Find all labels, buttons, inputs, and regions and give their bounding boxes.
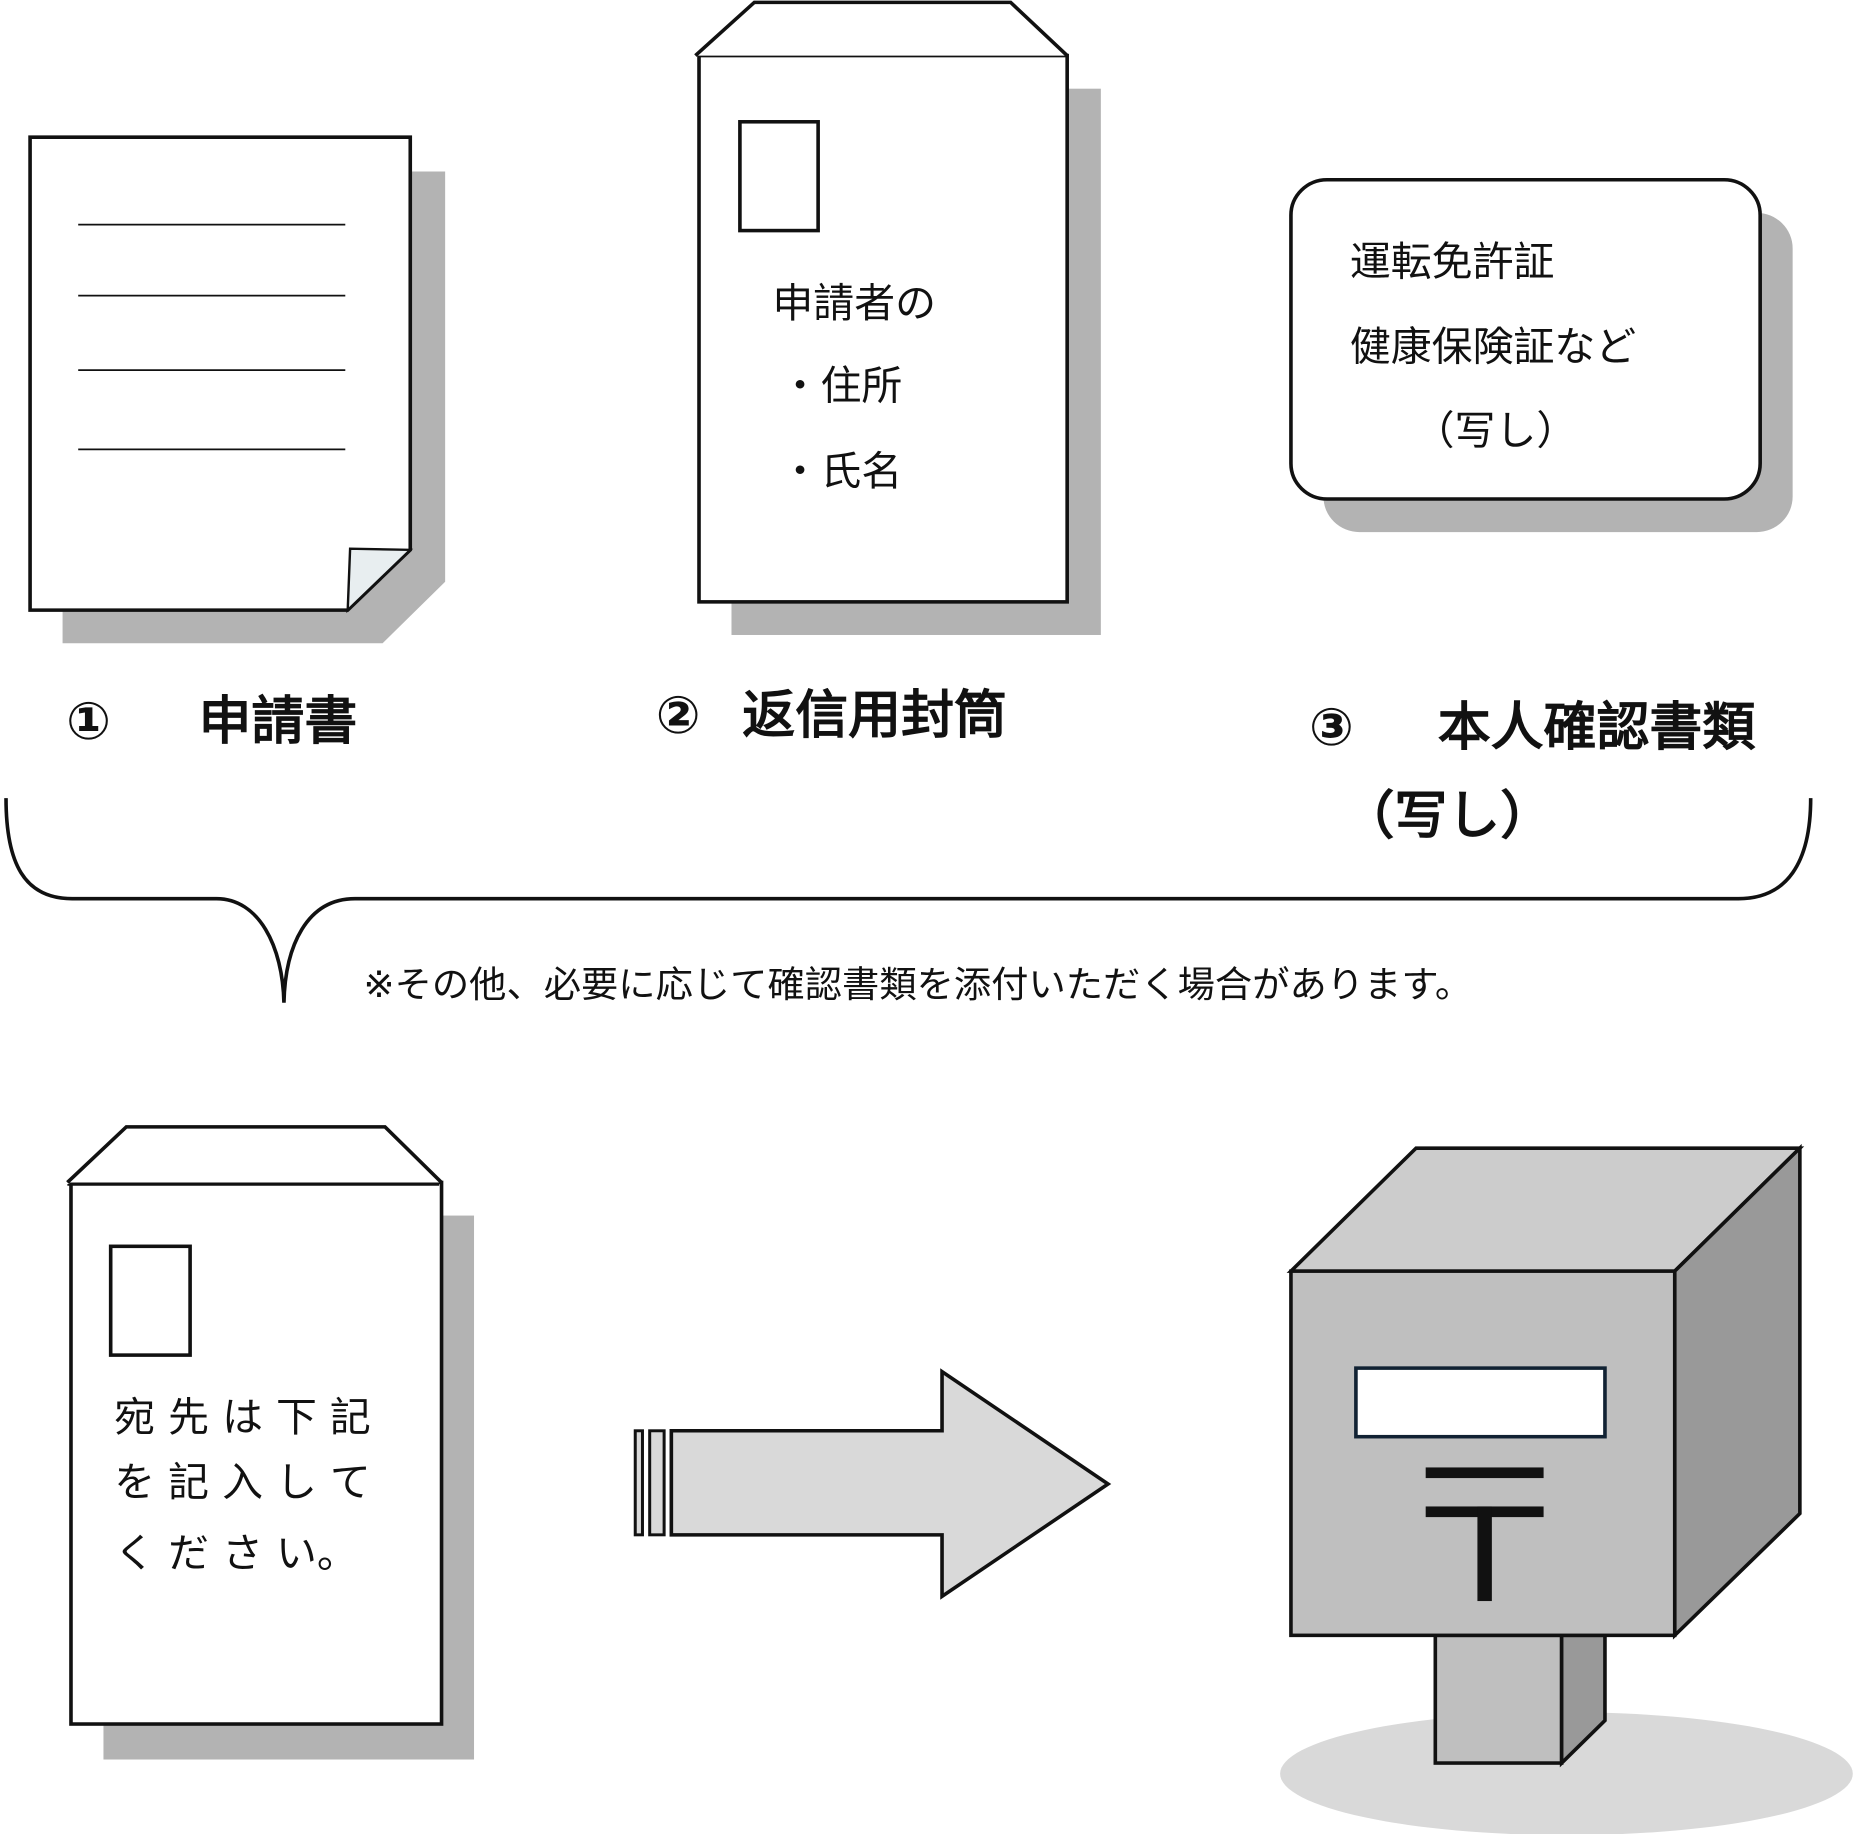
return-envelope-line1: 申請者の	[772, 279, 936, 327]
item-2-label: 返信用封筒	[742, 686, 1007, 746]
postbox-icon	[1280, 1143, 1853, 1834]
outgoing-envelope-line2: を 記 入 し て	[114, 1458, 370, 1506]
item-3-label-line2: （写し）	[1341, 786, 1553, 846]
return-envelope-line3: ・氏名	[780, 447, 903, 495]
outgoing-envelope-icon	[66, 1125, 475, 1760]
stamp-box	[108, 1244, 192, 1357]
mail-slot	[1354, 1366, 1607, 1439]
id-card-line1: 運転免許証	[1350, 238, 1554, 286]
stamp-box	[738, 120, 820, 233]
outgoing-envelope-line3: く だ さ い。	[114, 1529, 357, 1577]
item-1-number: ①	[66, 691, 111, 751]
application-form-icon	[28, 135, 446, 644]
id-card-line3: （写し）	[1414, 407, 1578, 455]
item-3-label: 本人確認書類	[1438, 697, 1756, 757]
item-2-number: ②	[656, 686, 701, 746]
item-3-number: ③	[1309, 697, 1354, 757]
return-envelope-line2: ・住所	[780, 362, 903, 410]
right-arrow-icon	[633, 1368, 1112, 1600]
return-envelope-icon	[694, 0, 1101, 635]
id-card-icon	[1289, 177, 1793, 533]
item-1-label: 申請書	[199, 691, 358, 751]
postal-mark-icon	[1425, 1467, 1544, 1602]
outgoing-envelope-line1: 宛 先 は 下 記	[114, 1393, 370, 1441]
id-card-line2: 健康保険証など	[1350, 323, 1636, 371]
grouping-brace	[4, 798, 1813, 1003]
note-text: ※その他、必要に応じて確認書類を添付いただく場合があります。	[363, 963, 1472, 1006]
